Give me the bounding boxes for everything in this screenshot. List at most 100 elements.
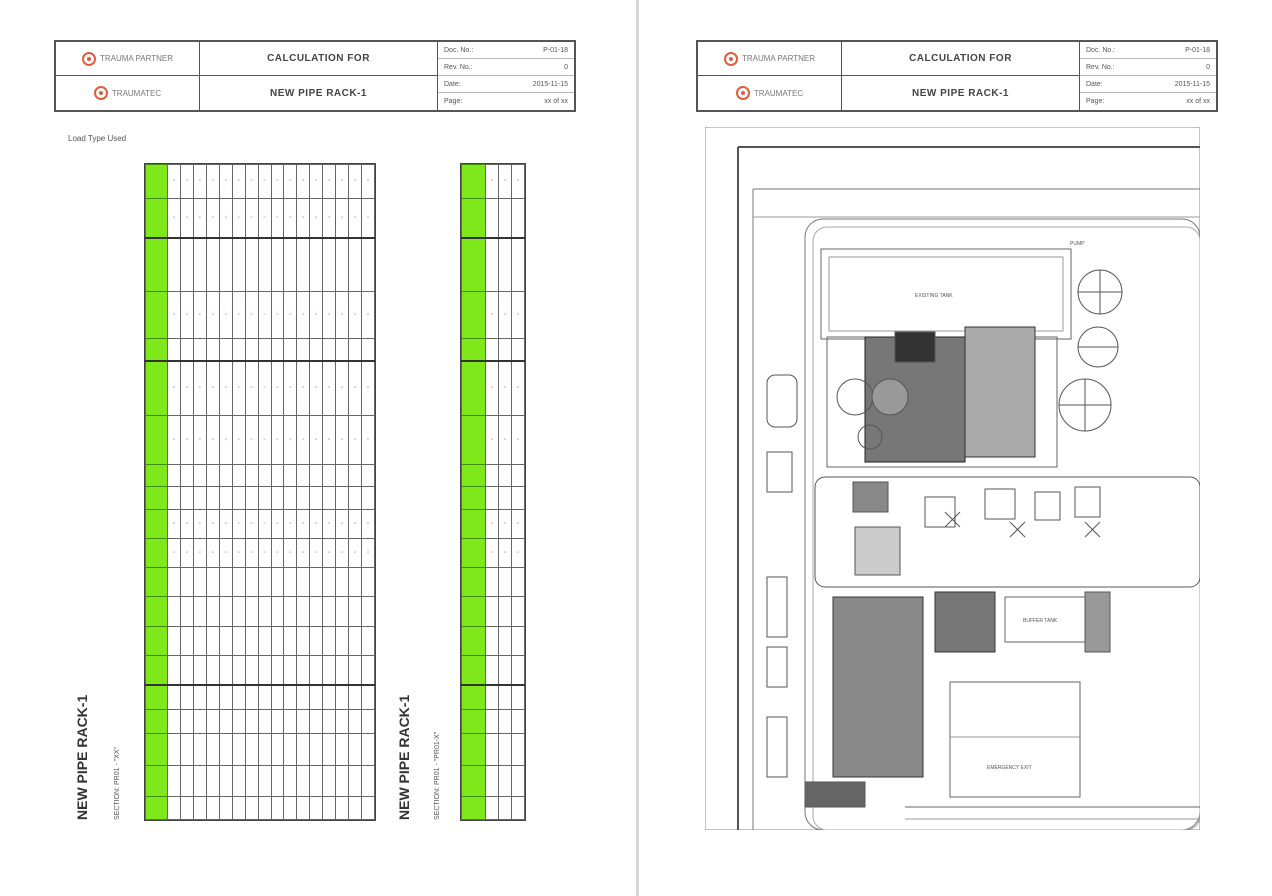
table-cell — [205, 567, 220, 598]
row-header-cell — [461, 625, 486, 656]
table-cell — [179, 796, 194, 820]
table-cell — [361, 683, 375, 710]
table-cell — [257, 625, 272, 656]
table-cell — [179, 567, 194, 598]
table-cell — [205, 463, 220, 488]
table-cell — [335, 486, 350, 510]
table-cell — [283, 596, 298, 627]
row-header-cell — [145, 360, 168, 416]
table-cell — [218, 567, 233, 598]
table-cell: ▫ — [511, 538, 525, 569]
row-header-cell — [461, 708, 486, 735]
table-cell — [205, 708, 220, 735]
table-cell: ▫ — [257, 360, 272, 416]
drawing-label: PUMP — [1070, 241, 1085, 247]
table-cell: ▫ — [192, 538, 207, 569]
table-cell — [498, 683, 512, 710]
table-cell: ▫ — [283, 414, 298, 465]
table-cell — [231, 486, 246, 510]
table-cell: ▫ — [192, 164, 207, 199]
table-cell — [498, 236, 512, 292]
table-cell — [322, 338, 337, 362]
table-cell: ▫ — [257, 164, 272, 199]
table-cell — [309, 796, 324, 820]
table-cell — [283, 654, 298, 686]
table-cell: ▫ — [283, 197, 298, 239]
table-cell: ▫ — [309, 508, 324, 540]
table-cell: ▫ — [244, 538, 259, 569]
table-cell: ▫ — [270, 508, 285, 540]
table-cell — [205, 764, 220, 798]
table-cell: ▫ — [218, 538, 233, 569]
table-cell: ▫ — [179, 414, 194, 465]
table-cell: ▫ — [296, 414, 311, 465]
table-cell — [192, 708, 207, 735]
table-cell — [192, 654, 207, 686]
table-cell — [218, 463, 233, 488]
table-cell — [179, 683, 194, 710]
table-cell: ▫ — [498, 414, 512, 465]
table-cell: ▫ — [218, 360, 233, 416]
table-cell — [270, 625, 285, 656]
table-cell — [167, 625, 181, 656]
table-cell — [335, 236, 350, 292]
table-cell — [218, 733, 233, 766]
table-cell: ▫ — [192, 414, 207, 465]
table-cell: ▫ — [348, 538, 363, 569]
table-cell — [218, 708, 233, 735]
table-cell — [335, 463, 350, 488]
table-cell — [498, 338, 512, 362]
table-cell — [361, 596, 375, 627]
table-cell — [361, 708, 375, 735]
table-cell — [192, 463, 207, 488]
row-header-cell — [145, 625, 168, 656]
table-cell — [485, 683, 499, 710]
table-cell — [192, 625, 207, 656]
table-cell — [335, 338, 350, 362]
table-cell: ▫ — [309, 360, 324, 416]
table-cell: ▫ — [270, 414, 285, 465]
company-logo-2: TRAUMATEC — [698, 76, 842, 110]
table-cell — [348, 596, 363, 627]
table-cell: ▫ — [322, 290, 337, 340]
table-cell — [270, 683, 285, 710]
table-cell — [309, 567, 324, 598]
table-cell — [283, 567, 298, 598]
table-cell — [244, 567, 259, 598]
company-name-2: TRAUMATEC — [753, 88, 804, 98]
table-cell: ▫ — [498, 164, 512, 199]
table-cell — [296, 596, 311, 627]
table-cell — [335, 654, 350, 686]
table-cell — [167, 796, 181, 820]
table-cell: ▫ — [498, 508, 512, 540]
table-cell: ▫ — [335, 290, 350, 340]
table-cell: ▫ — [283, 290, 298, 340]
table-cell — [348, 764, 363, 798]
table-cell — [192, 338, 207, 362]
table-cell — [348, 463, 363, 488]
table-cell — [231, 796, 246, 820]
table-cell — [167, 764, 181, 798]
table-cell — [270, 733, 285, 766]
table-cell: ▫ — [322, 164, 337, 199]
table-cell: ▫ — [205, 508, 220, 540]
meta-label: Date: — [1086, 80, 1103, 88]
table-cell — [498, 764, 512, 798]
company-logo: TRAUMA PARTNER — [698, 42, 842, 76]
row-header-cell — [145, 197, 168, 239]
table-cell: ▫ — [244, 414, 259, 465]
table-cell — [270, 796, 285, 820]
meta-label: Rev. No.: — [1086, 63, 1115, 71]
table-cell — [257, 654, 272, 686]
row-header-cell — [461, 360, 486, 416]
table-cell: ▫ — [296, 164, 311, 199]
table-cell: ▫ — [348, 164, 363, 199]
table-cell — [296, 625, 311, 656]
table-cell — [348, 236, 363, 292]
table-cell — [270, 338, 285, 362]
row-header-cell — [145, 338, 168, 362]
table-cell: ▫ — [348, 360, 363, 416]
load-combination-table: ▫▫▫▫▫▫▫▫▫▫▫▫▫▫▫▫▫▫▫▫▫▫▫▫▫▫▫▫▫▫▫▫▫▫▫▫▫▫▫▫… — [145, 164, 375, 820]
table-cell — [192, 733, 207, 766]
table-cell — [257, 708, 272, 735]
